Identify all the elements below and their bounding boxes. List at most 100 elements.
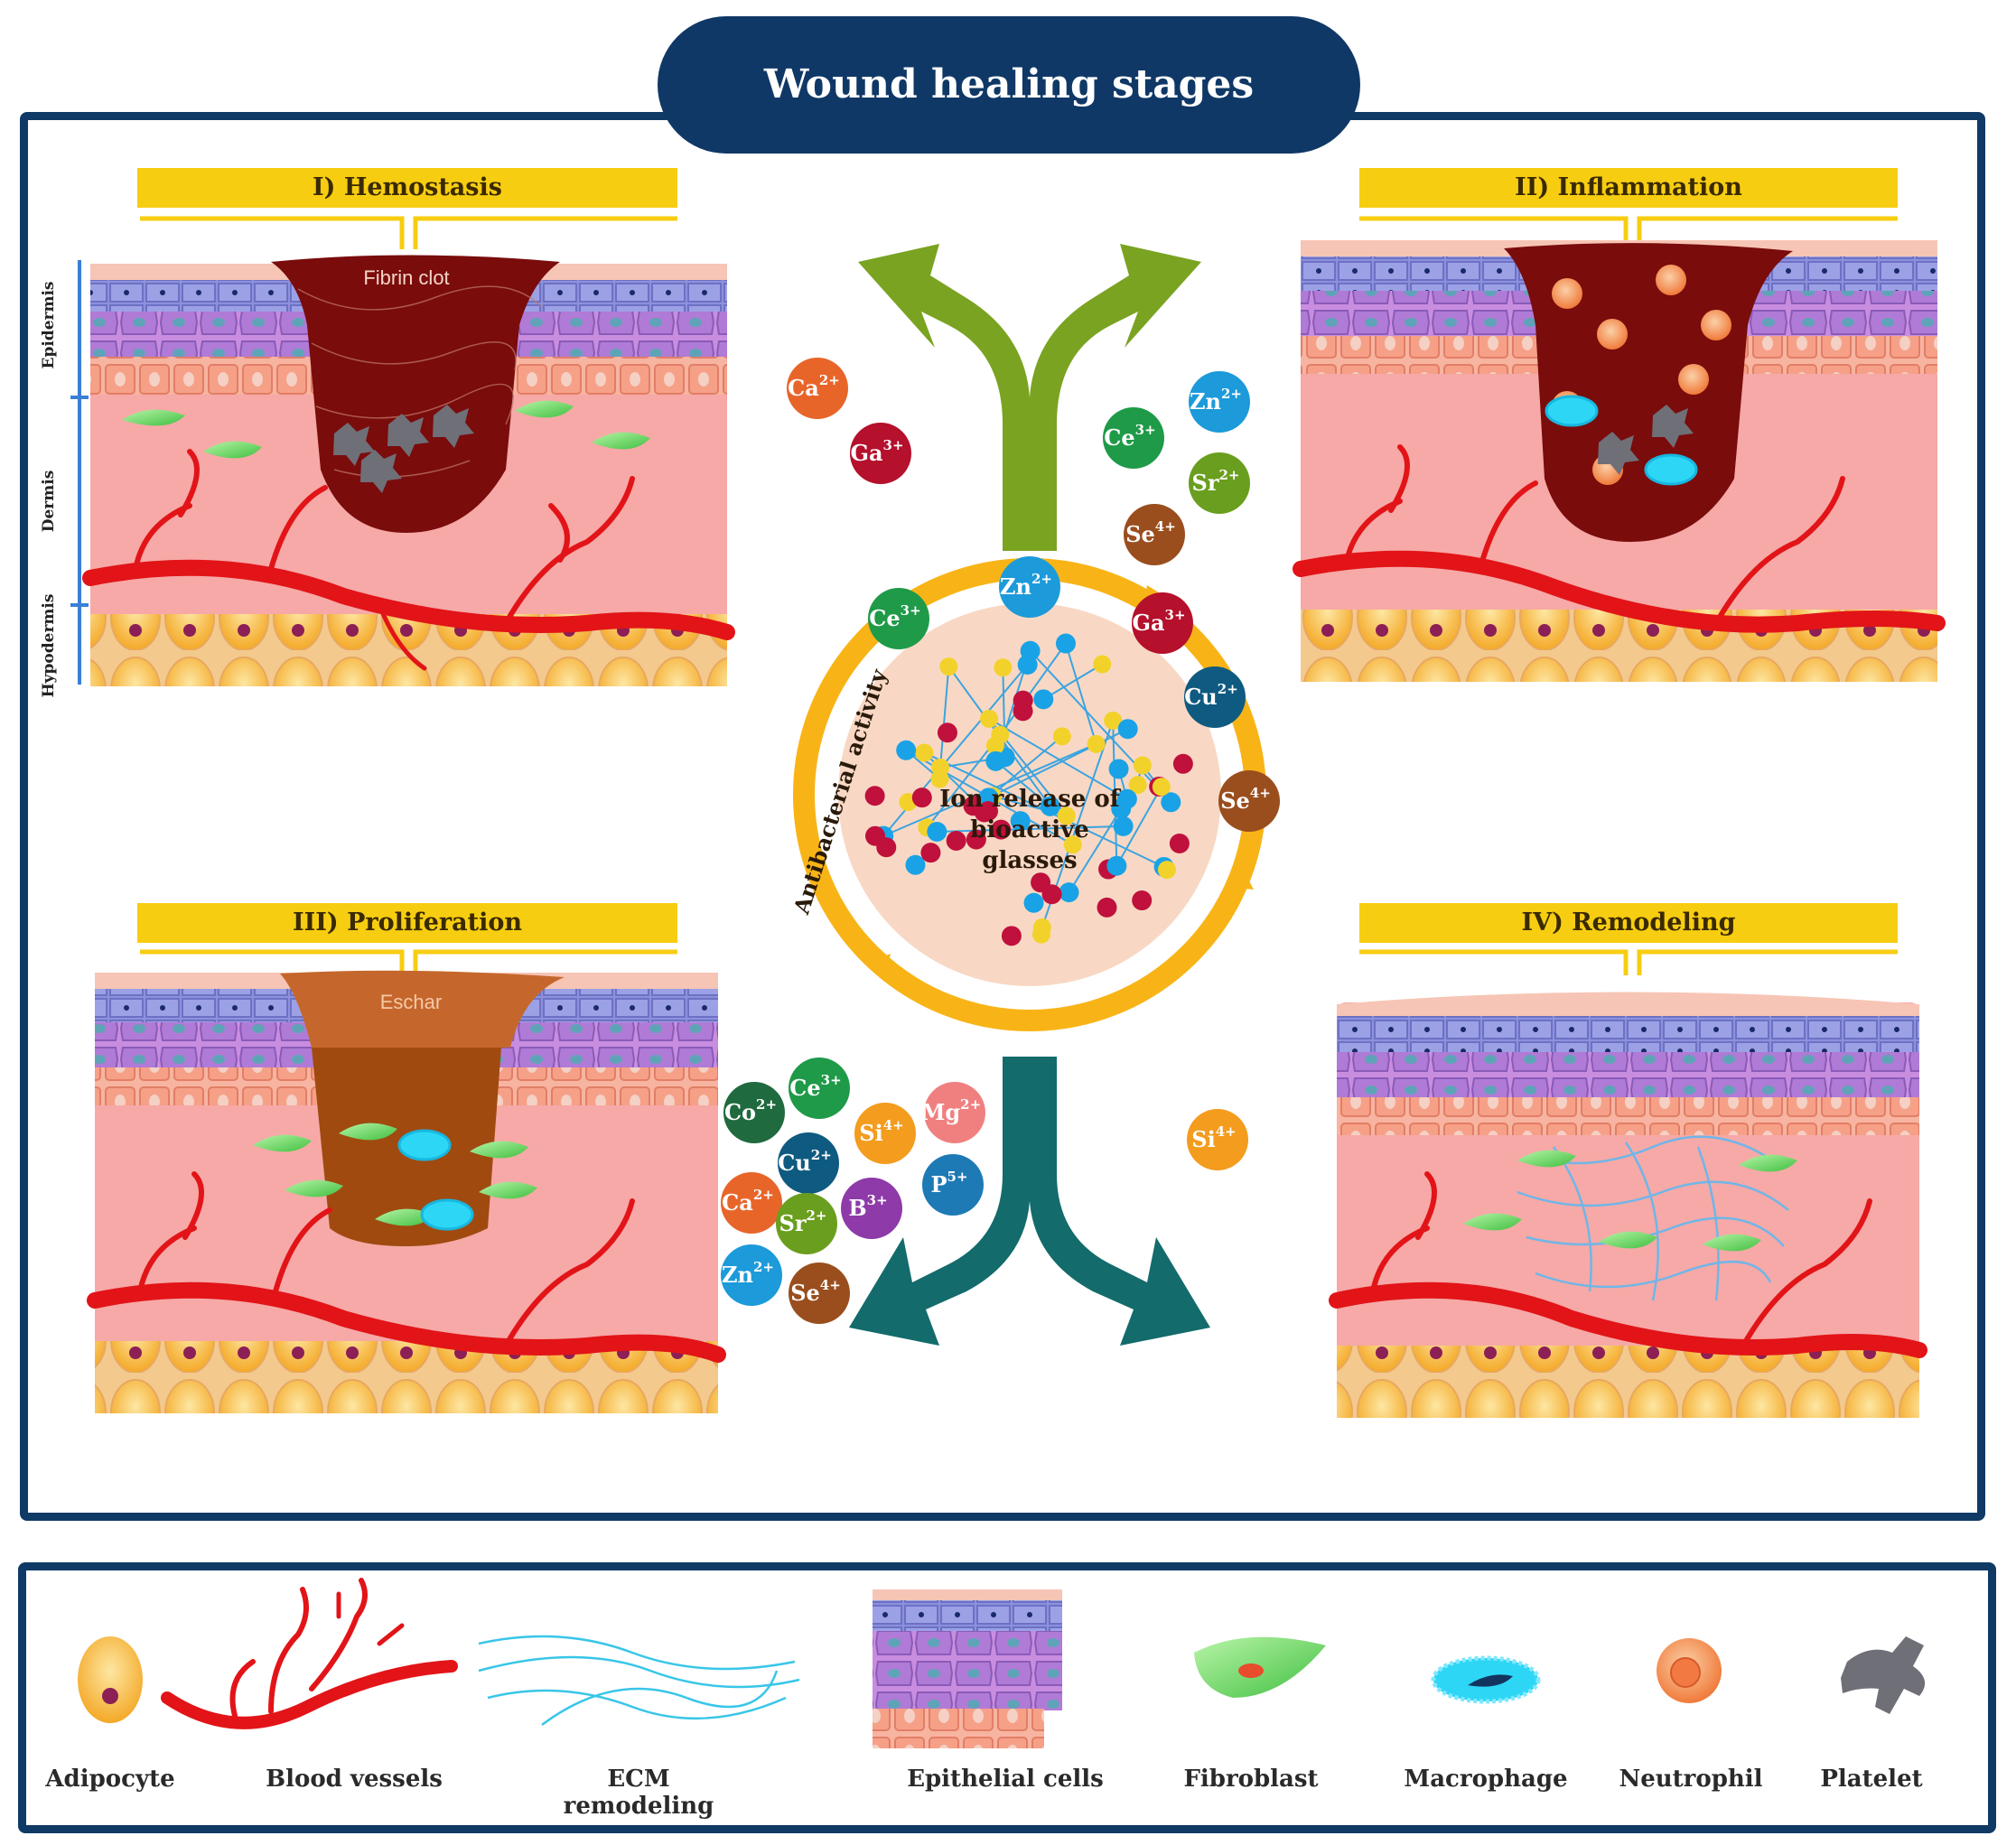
network-atom <box>1113 815 1134 836</box>
network-atom <box>985 750 1006 771</box>
network-atom <box>991 725 1010 744</box>
legend-icon-neutrophil <box>1657 1638 1722 1703</box>
network-atom <box>1133 756 1152 775</box>
ion-circle <box>778 1132 839 1194</box>
ion-label: B3+ <box>848 1192 887 1221</box>
ion-label: Ce3+ <box>869 602 920 631</box>
network-atom <box>927 821 947 842</box>
ion-label: Zn2+ <box>1000 571 1052 600</box>
network-atom <box>1106 855 1127 876</box>
ion-sr-bubble: Sr2+ <box>776 1193 837 1254</box>
ion-circle <box>1189 371 1250 433</box>
network-atom <box>930 769 949 788</box>
ion-circle <box>721 1172 782 1234</box>
ion-ce-bubble: Ce3+ <box>868 588 929 649</box>
network-atom <box>1040 796 1060 816</box>
ion-p-bubble: P5+ <box>922 1154 984 1216</box>
ion-label: Cu2+ <box>778 1147 832 1176</box>
ion-co-bubble: Co2+ <box>723 1082 785 1143</box>
ion-circle <box>1132 592 1193 654</box>
network-atom <box>1031 872 1051 893</box>
legend-label-macrophage: Macrophage <box>1404 1766 1568 1793</box>
arrow-top <box>858 244 1201 551</box>
network-bond <box>1065 643 1097 745</box>
legend-label-epithelial: Epithelial cells <box>907 1766 1104 1793</box>
ion-se-bubble: Se4+ <box>1124 504 1185 565</box>
ion-label: Cu2+ <box>1184 681 1238 710</box>
legend-label-adipocyte: Adipocyte <box>45 1766 175 1793</box>
network-atom <box>939 657 958 676</box>
legend-icon-ecm <box>478 1635 800 1727</box>
ion-circle <box>789 1263 850 1324</box>
ion-label: Ce3+ <box>1104 422 1155 451</box>
page-title: Wound healing stages <box>763 61 1255 107</box>
network-atom <box>1057 806 1076 825</box>
legend-icon-epithelial <box>873 1589 1062 1748</box>
network-bond <box>987 735 1063 799</box>
stage-inflammation-label: II) Inflammation <box>1515 173 1742 201</box>
legend-icon-platelet <box>1841 1636 1926 1714</box>
ion-si-bubble: Si4+ <box>1187 1109 1248 1170</box>
stage-remodeling-label: IV) Remodeling <box>1521 909 1736 936</box>
legend-icon-fibroblast <box>1194 1636 1326 1698</box>
ion-cu-bubble: Cu2+ <box>1184 666 1246 728</box>
network-bond <box>988 718 1128 800</box>
network-atom <box>1023 892 1044 913</box>
network-atom <box>1052 727 1071 746</box>
network-bond <box>937 825 1124 833</box>
fibrin-clot-label: Fibrin clot <box>363 266 450 289</box>
ion-label: P5+ <box>930 1169 967 1197</box>
ion-circle <box>850 423 911 484</box>
legend-icon-blood-vessels <box>161 1578 458 1729</box>
ion-ce-bubble: Ce3+ <box>1103 407 1164 469</box>
network-bond <box>999 642 1067 736</box>
legend-frame <box>18 1562 1996 1833</box>
ion-circle <box>776 1193 837 1254</box>
ion-label: Ca2+ <box>788 372 840 401</box>
ion-label: Se4+ <box>790 1277 841 1306</box>
panel-hemostasis <box>82 168 735 686</box>
ion-ce-bubble: Ce3+ <box>789 1058 850 1119</box>
panel-inflammation <box>1293 168 1946 682</box>
ion-zn-bubble: Zn2+ <box>999 556 1060 618</box>
network-bond <box>994 760 1051 807</box>
network-atom <box>905 854 926 875</box>
network-atom <box>911 787 932 808</box>
legend-label-fibroblast: Fibroblast <box>1183 1766 1319 1793</box>
glass-network <box>864 633 1193 946</box>
network-atom <box>1059 882 1079 903</box>
ion-label: Ca2+ <box>722 1187 774 1216</box>
ion-sr-bubble: Sr2+ <box>1189 452 1250 514</box>
ion-mg-bubble: Mg2+ <box>921 1082 985 1143</box>
ion-circle <box>1187 1109 1248 1170</box>
ion-label: Co2+ <box>724 1096 777 1125</box>
network-atom <box>920 843 941 863</box>
ion-label: Sr2+ <box>1192 467 1240 496</box>
ion-se-bubble: Se4+ <box>1218 770 1280 832</box>
layer-hypodermis-label: Hypodermis <box>40 593 58 698</box>
network-atom <box>1132 890 1153 911</box>
panel-remodeling <box>1329 903 1927 1418</box>
ion-circle <box>723 1082 785 1143</box>
network-atom <box>1010 811 1031 832</box>
network-atom <box>1087 734 1106 753</box>
ion-label: Mg2+ <box>921 1096 981 1125</box>
network-atom <box>977 801 998 822</box>
ion-ca-bubble: Ca2+ <box>721 1172 782 1234</box>
legend-icon-macrophage <box>1431 1655 1541 1704</box>
ion-zn-bubble: Zn2+ <box>1189 371 1250 433</box>
network-atom <box>1152 778 1171 797</box>
network-atom <box>1033 689 1054 710</box>
network-atom <box>991 819 1012 840</box>
ion-ga-bubble: Ga3+ <box>850 423 911 484</box>
ion-circle <box>922 1154 984 1216</box>
ion-zn-bubble: Zn2+ <box>721 1244 782 1306</box>
network-atom <box>1117 719 1138 740</box>
network-atom <box>1001 926 1022 946</box>
network-atom <box>1116 788 1137 809</box>
ion-circle <box>1103 407 1164 469</box>
eschar-label: Eschar <box>379 991 443 1013</box>
ion-label: Si4+ <box>1191 1123 1236 1152</box>
